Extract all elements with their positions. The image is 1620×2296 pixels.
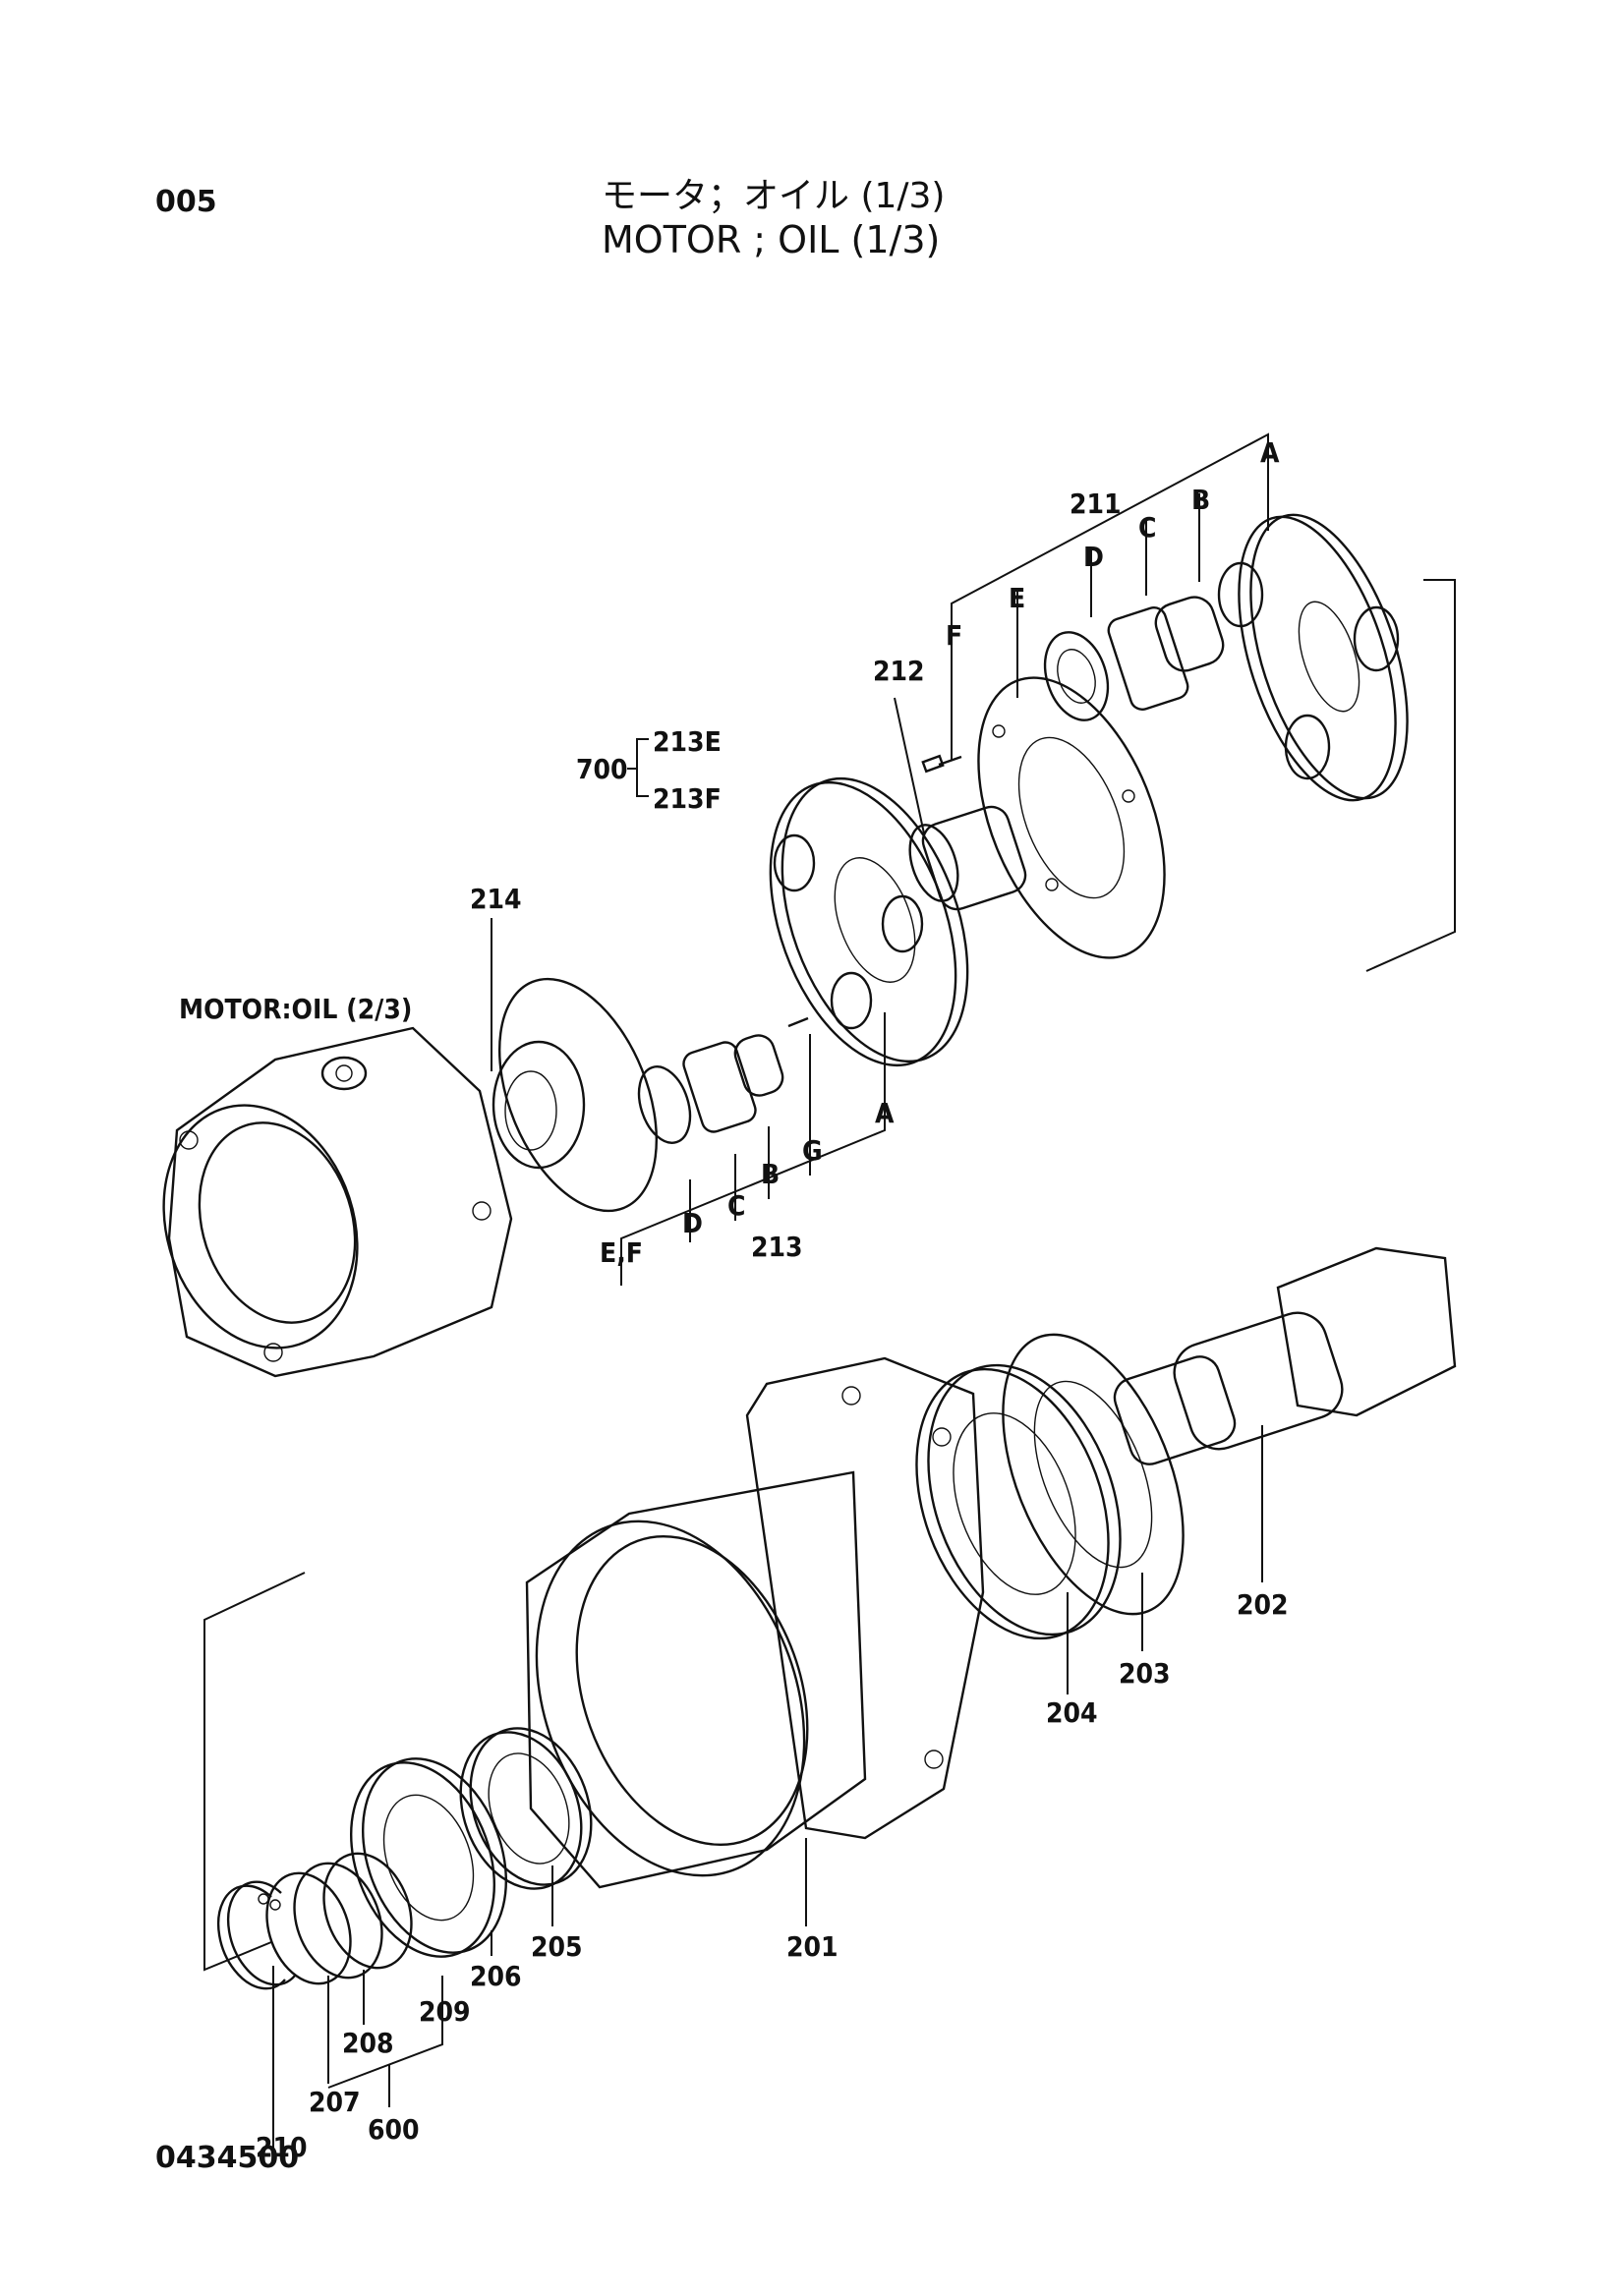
snap-ring-210: [217, 1880, 296, 1990]
planet-gear-211-assembly: [1043, 596, 1225, 721]
page-title: MOTOR ; OIL (1/3): [602, 218, 941, 261]
callout-g-lower: G: [802, 1134, 823, 1167]
callout-211: 211: [1070, 488, 1122, 520]
callout-b-upper: B: [1191, 484, 1210, 516]
callout-d-lower: D: [682, 1207, 703, 1239]
reduction-housing-201: [525, 1356, 985, 1889]
leader-lines: [203, 432, 1456, 2149]
thrust-washer-203: [1002, 1333, 1185, 1616]
callout-213: 213: [751, 1231, 803, 1263]
callout-d-upper: D: [1083, 541, 1104, 573]
callout-c-lower: C: [727, 1189, 745, 1222]
callout-600: 600: [368, 2113, 420, 2146]
callout-209: 209: [419, 1995, 471, 2028]
callout-c-upper: C: [1138, 511, 1156, 544]
callout-203: 203: [1119, 1657, 1171, 1690]
callout-202: 202: [1237, 1588, 1289, 1621]
reference-label: MOTOR:OIL (2/3): [179, 993, 412, 1025]
callout-201: 201: [786, 1930, 839, 1963]
callout-ef-lower: E,F: [600, 1236, 643, 1269]
page-number: 005: [155, 185, 217, 219]
callout-213F: 213F: [653, 782, 722, 815]
oil-seal-205: [459, 1727, 593, 1890]
callout-700: 700: [576, 753, 628, 785]
drawing-number: 0434500: [155, 2141, 300, 2175]
motor-housing-reference: [162, 1026, 513, 1378]
ball-bearing-206: [349, 1757, 508, 1958]
planet-carrier-211: [1217, 513, 1409, 802]
output-shaft-202: [1113, 1246, 1457, 1465]
callout-214: 214: [470, 883, 522, 915]
drive-gear-plate-214: [492, 977, 659, 1213]
planet-gear-213-assembly: [637, 1034, 784, 1144]
callout-b-lower: B: [761, 1158, 780, 1190]
roller-bearing-204: [915, 1363, 1122, 1640]
callout-f-upper: F: [946, 619, 962, 652]
callout-204: 204: [1046, 1696, 1098, 1729]
callout-210: 210: [256, 2131, 308, 2163]
callout-207: 207: [309, 2086, 361, 2118]
callout-a-lower: A: [875, 1097, 895, 1129]
callout-205: 205: [531, 1930, 583, 1963]
callout-e-upper: E: [1009, 582, 1025, 614]
callout-206: 206: [470, 1960, 522, 1992]
callout-212: 212: [873, 655, 925, 687]
page-title-japanese: モータ；オイル (1/3): [602, 176, 946, 216]
spacer-rings-207-209: [265, 1852, 413, 1985]
callout-213E: 213E: [653, 725, 722, 758]
callout-208: 208: [342, 2027, 394, 2059]
planet-carrier-213: [769, 776, 969, 1067]
callout-a-upper: A: [1260, 436, 1280, 469]
thrust-plate-E: [921, 676, 1166, 959]
